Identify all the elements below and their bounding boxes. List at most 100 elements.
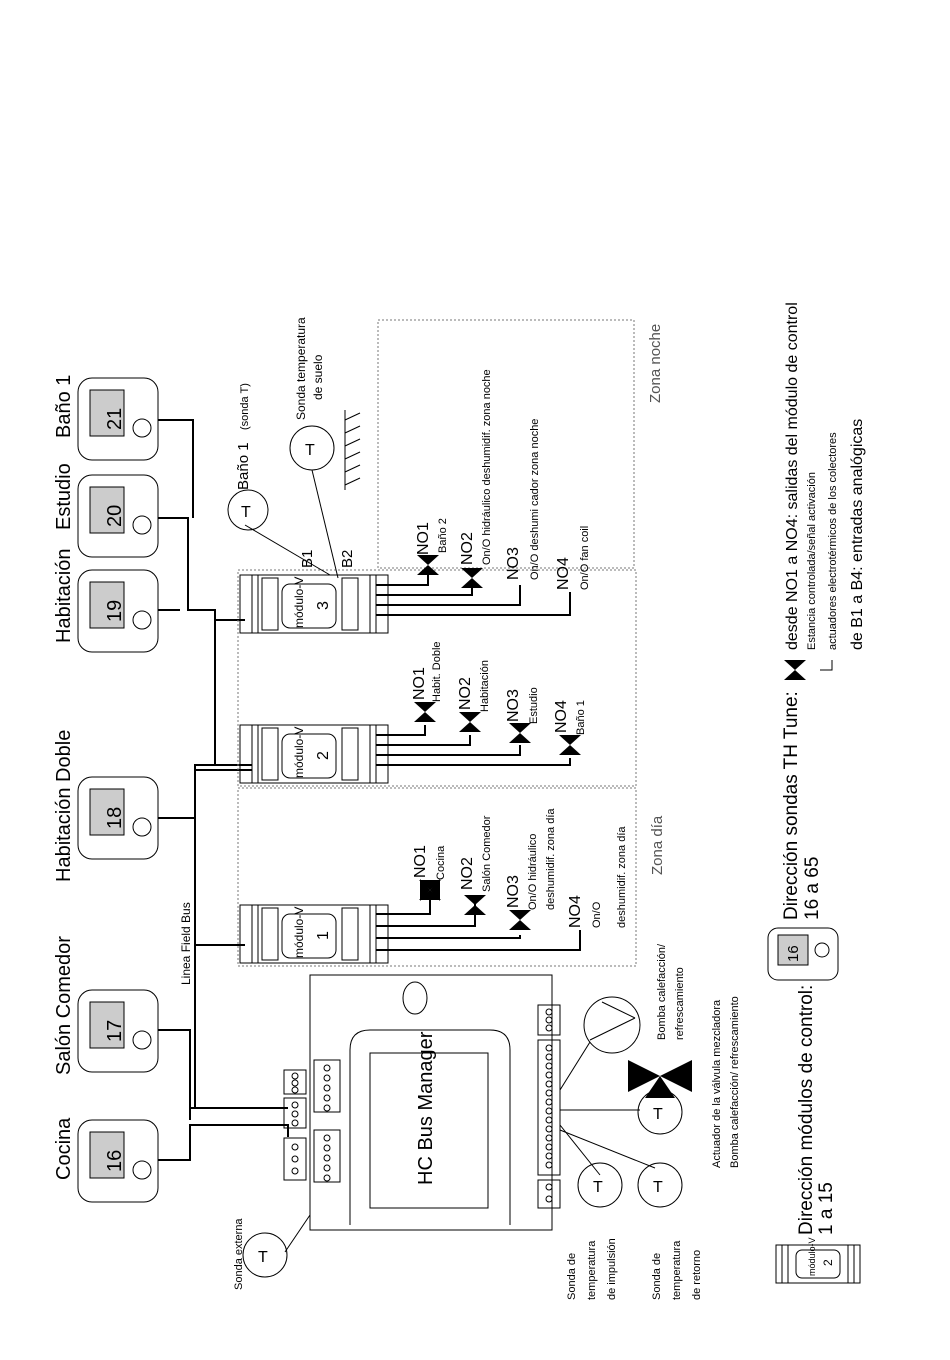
m1-no3: NO3 <box>505 875 522 908</box>
impulsion-sensor-t: T <box>593 1179 603 1196</box>
module-3-number: 3 <box>315 601 332 610</box>
m1-no3-desc: On/O hidráulico <box>527 834 539 910</box>
m2-no3: NO3 <box>505 689 522 722</box>
return-sensor-icon <box>637 1162 683 1208</box>
sensor-wires <box>244 469 339 579</box>
legend-arrow <box>820 660 833 671</box>
thermostat-address-21: 21 <box>104 408 126 430</box>
bano-sensor-t: T <box>241 504 251 521</box>
module-1-label: módulo-V <box>292 907 306 958</box>
manager-wiring <box>284 1041 656 1253</box>
thermostat-address-19: 19 <box>104 600 126 622</box>
module-2-label: módulo-V <box>292 727 306 778</box>
module-3 <box>239 574 389 634</box>
return-label-1: Sonda de <box>651 1253 663 1300</box>
floor-sensor-t: T <box>305 442 315 459</box>
m3-no4-desc: On/O fan coil <box>579 526 591 590</box>
external-sensor-label: Sonda externa <box>233 1218 245 1290</box>
m1-no4: NO4 <box>567 895 584 928</box>
bano-sensor-label: Baño 1 <box>235 442 252 490</box>
m3-no2: NO2 <box>459 532 476 565</box>
impulsion-sensor-icon <box>577 1162 623 1208</box>
m1-no4-desc2: deshumidif. zona día <box>616 826 628 928</box>
m3-no1: NO1 <box>415 522 432 555</box>
legend-outputs-2: Estancia controlada/señal activación <box>806 472 818 650</box>
thermostat-units <box>77 377 159 1203</box>
module-3-output-wires <box>376 575 571 616</box>
zone-night-box <box>377 319 635 569</box>
impulsion-label-1: Sonda de <box>566 1253 578 1300</box>
mixing-valve-icon <box>628 1060 692 1098</box>
m2-no1: NO1 <box>411 667 428 700</box>
m1-no1: NO1 <box>412 845 429 878</box>
legend-probe-icon <box>767 927 839 981</box>
zone-night-label: Zona noche <box>647 324 664 403</box>
module-3-label: módulo-V <box>292 577 306 628</box>
pump-icon <box>583 996 641 1054</box>
mixing-label-2: Bomba calefacción/ refrescamiento <box>729 996 741 1168</box>
return-sensor-t: T <box>653 1179 663 1196</box>
legend-outputs-3: actuadores electrotérmicos de los colect… <box>827 432 839 650</box>
m2-no4: NO4 <box>553 700 570 733</box>
module-2 <box>239 724 389 784</box>
m1-no2: NO2 <box>459 857 476 890</box>
legend-module-icon <box>775 1244 861 1284</box>
field-bus-wiring <box>158 419 289 1161</box>
bano-sensor-note: (sonda T) <box>239 383 251 430</box>
impulsion-label-2: temperatura <box>586 1240 598 1300</box>
b2-label: B2 <box>339 550 356 568</box>
m1-no2-desc: Salón Comedor <box>481 815 493 892</box>
thermostat-room-habitacion: Habitación <box>53 548 75 643</box>
manager-label: HC Bus Manager <box>415 1031 437 1185</box>
impulsion-label-3: de impulsión <box>606 1238 618 1300</box>
floor-sensor-label-1: Sonda temperatura <box>294 317 308 420</box>
external-sensor-t: T <box>258 1249 268 1266</box>
m1-no1-desc: Cocina <box>435 845 447 880</box>
m2-no4-desc: Baño 1 <box>575 700 587 735</box>
mixing-sensor-t: T <box>653 1106 663 1123</box>
bano-sensor-icon <box>227 489 269 531</box>
b1-label: B1 <box>299 550 316 568</box>
module-1-output-wires <box>376 895 581 951</box>
thermostat-room-estudio: Estudio <box>53 463 75 530</box>
m2-no3-desc: Estudio <box>528 687 540 724</box>
legend-valve-icon <box>784 660 806 680</box>
thermostat-room-hab-doble: Habitación Doble <box>53 730 75 882</box>
legend-module-label: módulo-V <box>807 1237 817 1276</box>
legend-modules-address-2: 1 a 15 <box>816 1182 837 1235</box>
m3-no3: NO3 <box>505 547 522 580</box>
external-sensor-icon <box>242 1232 288 1278</box>
m3-no4: NO4 <box>555 557 572 590</box>
thermostat-address-20: 20 <box>104 505 126 527</box>
module-1 <box>239 904 389 964</box>
m2-no1-desc: Habit. Doble <box>431 641 443 702</box>
bus-label: Linea Field Bus <box>179 902 193 985</box>
thermostat-room-bano: Baño 1 <box>53 375 75 438</box>
pump-label-2: refrescamiento <box>674 967 686 1040</box>
legend-module-num: 2 <box>821 1259 835 1266</box>
m3-no1-desc: Baño 2 <box>437 518 449 553</box>
return-label-3: de retorno <box>691 1250 703 1300</box>
legend-probe-num: 16 <box>785 945 802 962</box>
thermostat-room-salon: Salón Comedor <box>53 936 75 1075</box>
pump-label-1: Bomba calefacción/ <box>656 943 668 1040</box>
module-1-number: 1 <box>315 931 332 940</box>
zone-mid-box <box>237 569 637 787</box>
hc-bus-manager <box>283 974 561 1231</box>
legend-probe-address-1: Dirección sondas TH Tune: <box>781 691 802 920</box>
zone-day-label: Zona día <box>649 815 666 875</box>
thermostat-address-16: 16 <box>104 1150 126 1172</box>
floor-hatch-icon <box>344 410 361 490</box>
mixing-label-1: Actuador de la válvula mezcladora <box>711 999 723 1168</box>
m1-no4-desc: On/O <box>591 901 603 928</box>
legend-outputs-1: desde NO1 a NO4: salidas del módulo de c… <box>784 302 801 650</box>
m3-no2-desc: On/O hidráulico deshumidif. zona noche <box>481 369 493 565</box>
module-2-number: 2 <box>315 751 332 760</box>
thermostat-address-17: 17 <box>104 1020 126 1042</box>
floor-sensor-label-2: de suelo <box>311 354 325 400</box>
legend-outputs-4: de B1 a B4: entradas analógicas <box>849 419 866 650</box>
thermostat-room-cocina: Cocina <box>53 1117 75 1180</box>
m3-no3-desc: On/O deshumi cador zona noche <box>529 419 541 580</box>
module-2-output-wires <box>376 725 571 766</box>
